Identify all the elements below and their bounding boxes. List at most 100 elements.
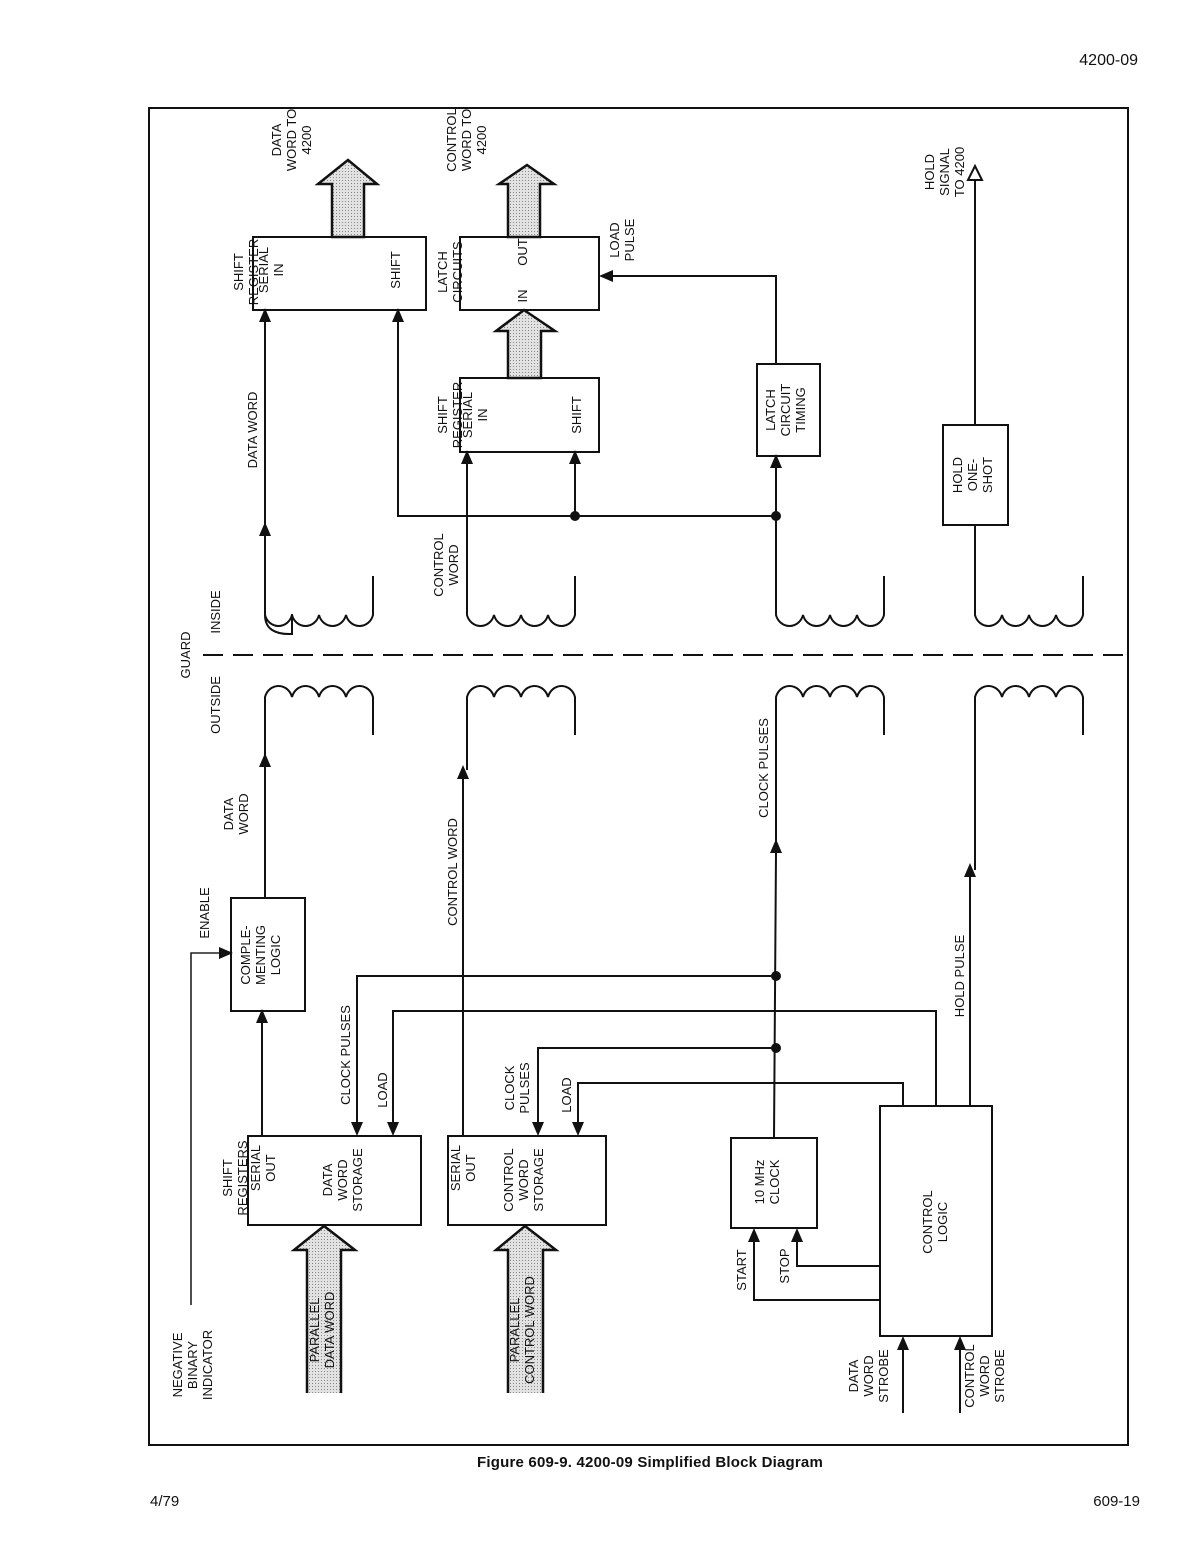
load-pulse-label-line: PULSE bbox=[622, 218, 637, 261]
parallel-data-word-label: PARALLELDATA WORD bbox=[307, 1292, 337, 1369]
arrow-control-word-strobe bbox=[954, 1336, 966, 1350]
arrow-start bbox=[748, 1228, 760, 1242]
control-load-label-line: LOAD bbox=[559, 1077, 574, 1112]
transformer-coil-clock-outside bbox=[775, 685, 885, 850]
data-word-to-4200-label-line: WORD TO bbox=[284, 109, 299, 171]
hold-one-shot-label: HOLDONE-SHOT bbox=[950, 457, 995, 493]
control-shift-register-title-line: REGISTER bbox=[450, 382, 465, 448]
inside-data-word-label: DATA WORD bbox=[245, 392, 260, 469]
diagram-frame bbox=[148, 107, 1129, 1446]
figure-caption: Figure 609-9. 4200-09 Simplified Block D… bbox=[477, 1454, 823, 1471]
enable-wire bbox=[190, 952, 229, 1305]
transformer-coil-data-outside bbox=[264, 685, 374, 760]
control-logic-box bbox=[879, 1105, 993, 1337]
arrow-enable bbox=[219, 947, 233, 959]
clock-out-wire bbox=[773, 851, 777, 1139]
data-shift-register-serial-in-line: SERIAL bbox=[256, 247, 271, 293]
guard-title-line: GUARD bbox=[178, 632, 193, 679]
data-word-strobe-label-line: STROBE bbox=[876, 1349, 891, 1403]
enable-label: ENABLE bbox=[197, 887, 212, 939]
outside-hold-pulse-label: HOLD PULSE bbox=[952, 934, 967, 1017]
parallel-control-word-label-line: CONTROL WORD bbox=[522, 1276, 537, 1384]
guard-inside-label: INSIDE bbox=[208, 590, 223, 634]
control-logic-label: CONTROLLOGIC bbox=[920, 1190, 950, 1254]
shift-clock-wire bbox=[397, 312, 776, 517]
load-pulse-label: LOADPULSE bbox=[607, 218, 637, 261]
shift-registers-title-line: REGISTERS bbox=[235, 1140, 250, 1215]
control-storage-serial-out: SERIALOUT bbox=[448, 1145, 478, 1191]
data-shift-register-box bbox=[252, 236, 427, 311]
start-label: START bbox=[734, 1249, 749, 1290]
arrow-load-pulse bbox=[599, 270, 613, 282]
clock-10mhz-label-line: 10 MHz bbox=[752, 1160, 767, 1205]
control-logic-label-line: CONTROL bbox=[920, 1190, 935, 1254]
latch-circuits-out: OUT bbox=[515, 238, 530, 266]
control-word-to-4200-label-line: CONTROL bbox=[444, 108, 459, 172]
data-storage-serial-out-line: SERIAL bbox=[248, 1145, 263, 1191]
shift-registers-title-line: SHIFT bbox=[220, 1159, 235, 1197]
arrow-serial-in-data bbox=[259, 308, 271, 322]
complementing-logic-label-line: COMPLE- bbox=[238, 925, 253, 984]
control-shift-register-serial-in: SERIALIN bbox=[460, 392, 490, 438]
outside-hold-pulse-label-line: HOLD PULSE bbox=[952, 934, 967, 1017]
complementing-logic-label-line: LOGIC bbox=[268, 935, 283, 975]
control-storage-serial-out-line: SERIAL bbox=[448, 1145, 463, 1191]
data-load-label: LOAD bbox=[375, 1072, 390, 1107]
control-load-label: LOAD bbox=[559, 1077, 574, 1112]
control-storage-serial-out-line: OUT bbox=[463, 1154, 478, 1182]
arrow-comp-logic-in bbox=[256, 1009, 268, 1023]
latch-circuits-title: LATCHCIRCUITS bbox=[435, 241, 465, 303]
stop-label: STOP bbox=[777, 1248, 792, 1283]
guard-outside-label: OUTSIDE bbox=[208, 676, 223, 734]
outside-data-word-label-line: DATA bbox=[221, 797, 236, 830]
control-word-strobe-label: CONTROLWORDSTROBE bbox=[962, 1344, 1007, 1408]
arrow-clock-pulses-outside bbox=[770, 839, 782, 853]
outside-control-word-label: CONTROL WORD bbox=[445, 818, 460, 926]
control-word-strobe-label-line: CONTROL bbox=[962, 1344, 977, 1408]
arrow-clock-data bbox=[351, 1122, 363, 1136]
data-shift-register-title-line: SHIFT bbox=[231, 253, 246, 291]
hold-one-shot-label-line: SHOT bbox=[980, 457, 995, 493]
arrow-clock-control bbox=[532, 1122, 544, 1136]
load-data-wire bbox=[392, 1010, 937, 1132]
control-word-to-4200-label: CONTROLWORD TO4200 bbox=[444, 108, 489, 172]
transformer-coil-control-outside bbox=[466, 685, 576, 770]
data-storage-body-line: WORD bbox=[335, 1159, 350, 1200]
negative-binary-indicator-label-line: INDICATOR bbox=[200, 1330, 215, 1400]
data-shift-register-serial-in-line: IN bbox=[271, 264, 286, 277]
clock-10mhz-box bbox=[730, 1137, 818, 1229]
clock-10mhz-label-line: CLOCK bbox=[767, 1159, 782, 1204]
control-shift-register-title-line: SHIFT bbox=[435, 396, 450, 434]
data-clock-pulses-label-line: CLOCK PULSES bbox=[338, 1005, 353, 1105]
outside-clock-pulses-label-line: CLOCK PULSES bbox=[756, 718, 771, 818]
control-shift-register-shift-line: SHIFT bbox=[569, 396, 584, 434]
stop-label-line: STOP bbox=[777, 1248, 792, 1283]
hold-signal-to-4200-label: HOLDSIGNALTO 4200 bbox=[922, 147, 967, 197]
latch-circuit-timing-box bbox=[756, 363, 821, 457]
control-storage-body-line: CONTROL bbox=[501, 1148, 516, 1212]
data-shift-register-title: SHIFTREGISTER bbox=[231, 239, 261, 305]
outside-data-word-label: DATAWORD bbox=[221, 793, 251, 834]
guard-inside-label-line: INSIDE bbox=[208, 590, 223, 634]
latch-circuit-timing-label-line: LATCH bbox=[763, 389, 778, 431]
control-word-to-4200-label-line: WORD TO bbox=[459, 109, 474, 171]
load-pulse-wire bbox=[601, 275, 777, 364]
guard-outside-label-line: OUTSIDE bbox=[208, 676, 223, 734]
latch-circuit-timing-label: LATCHCIRCUITTIMING bbox=[763, 384, 808, 437]
data-word-strobe-label-line: WORD bbox=[861, 1355, 876, 1396]
control-shift-register-shift: SHIFT bbox=[569, 396, 584, 434]
parallel-data-word-label-line: DATA WORD bbox=[322, 1292, 337, 1369]
control-word-out-bus-arrow bbox=[494, 163, 558, 239]
parallel-control-word-label-line: PARALLEL bbox=[507, 1298, 522, 1363]
inside-control-word-label-line: CONTROL bbox=[431, 533, 446, 597]
arrow-load-data bbox=[387, 1122, 399, 1136]
data-word-strobe-label-line: DATA bbox=[846, 1359, 861, 1392]
latch-circuits-out-line: OUT bbox=[515, 238, 530, 266]
transformer-coil-clock-inside bbox=[775, 576, 885, 627]
junction-dot bbox=[771, 511, 781, 521]
control-word-strobe-label-line: STROBE bbox=[992, 1349, 1007, 1403]
arrow-latch-timing bbox=[770, 454, 782, 468]
data-storage-body: DATAWORDSTORAGE bbox=[320, 1148, 365, 1212]
clock-pulses-control-wire bbox=[537, 1047, 776, 1132]
